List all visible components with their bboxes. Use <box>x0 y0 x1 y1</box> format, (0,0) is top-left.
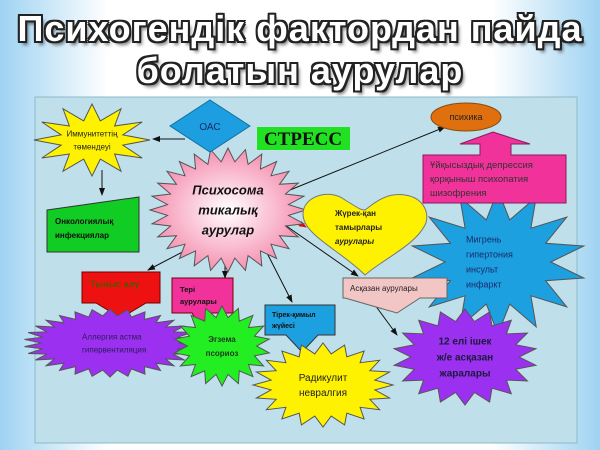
psychosomatic-star <box>148 146 308 274</box>
cardio-dx-label-4: инфаркт <box>466 280 502 290</box>
musculo-label-2: жүйесі <box>271 322 295 330</box>
ulcer-label-3: жаралары <box>438 369 490 380</box>
psyche-label: психика <box>449 112 482 122</box>
stomach-label: Асқазан аурулары <box>350 284 418 293</box>
cardio-label-1: Жүрек-қан <box>334 209 376 218</box>
oncology-box <box>46 196 140 253</box>
immunity-label-2: төмендеуі <box>73 142 111 151</box>
stomach-arrow-box <box>342 277 448 314</box>
eczema-star <box>173 304 271 388</box>
mental-label-3: шизофрения <box>430 188 487 199</box>
skin-label-1: Тері <box>180 285 195 294</box>
musculo-arrow-box <box>264 304 336 353</box>
cardio-label-3: аурулары <box>335 237 374 246</box>
oas-diamond <box>169 99 251 153</box>
oncology-label-1: Онкологиялық <box>55 217 113 226</box>
stress-box <box>257 127 350 150</box>
cardio-dx-label-2: гипертония <box>466 250 513 260</box>
oncology-label-2: инфекциялар <box>55 231 109 240</box>
psychosomatic-label-1: Психосома <box>192 183 263 198</box>
radiculitis-label-2: невралгия <box>299 388 347 399</box>
allergy-label-1: Аллергия астма <box>82 332 142 341</box>
mental-label-1: Ұйқысыздық депрессия <box>430 160 533 171</box>
oas-label: ОАС <box>199 122 220 133</box>
respiratory-arrow-box <box>81 271 161 319</box>
respiratory-label: Тыныс алу <box>90 279 139 289</box>
eczema-label-2: псориоз <box>206 349 239 358</box>
musculo-label-1: Тірек-қимыл <box>272 311 316 319</box>
slide-title-line-2: болатын аурулар <box>136 50 464 91</box>
allergy-star <box>24 308 196 378</box>
slide-title-line-1: Психогендік фактордан пайда <box>17 8 583 49</box>
eczema-label-1: Эгзема <box>208 335 236 344</box>
immunity-star <box>33 102 151 178</box>
cardio-dx-label-1: Мигрень <box>466 235 502 245</box>
stress-label: СТРЕСС <box>264 129 342 150</box>
ulcer-star <box>392 308 538 406</box>
ulcer-label-1: 12 елі ішек <box>438 337 492 348</box>
radiculitis-star <box>251 342 395 428</box>
psyche-ellipse <box>430 102 502 132</box>
mental-arrow-box <box>422 131 567 204</box>
cardio-heart <box>302 193 428 276</box>
radiculitis-label-1: Радикулит <box>299 373 348 384</box>
mental-label-2: қорқыныш психопатия <box>430 174 528 185</box>
allergy-label-2: гипервентиляция <box>82 345 146 354</box>
immunity-label-1: Иммунитеттің <box>66 129 118 138</box>
skin-label-2: аурулары <box>180 297 217 306</box>
psychosomatic-label-3: аурулар <box>202 223 254 238</box>
psychosomatic-label-2: тикалық <box>198 203 259 218</box>
cardio-dx-label-3: инсульт <box>466 265 498 275</box>
ulcer-label-2: ж/е асқазан <box>436 353 493 364</box>
cardio-label-2: тамырлары <box>335 223 382 232</box>
